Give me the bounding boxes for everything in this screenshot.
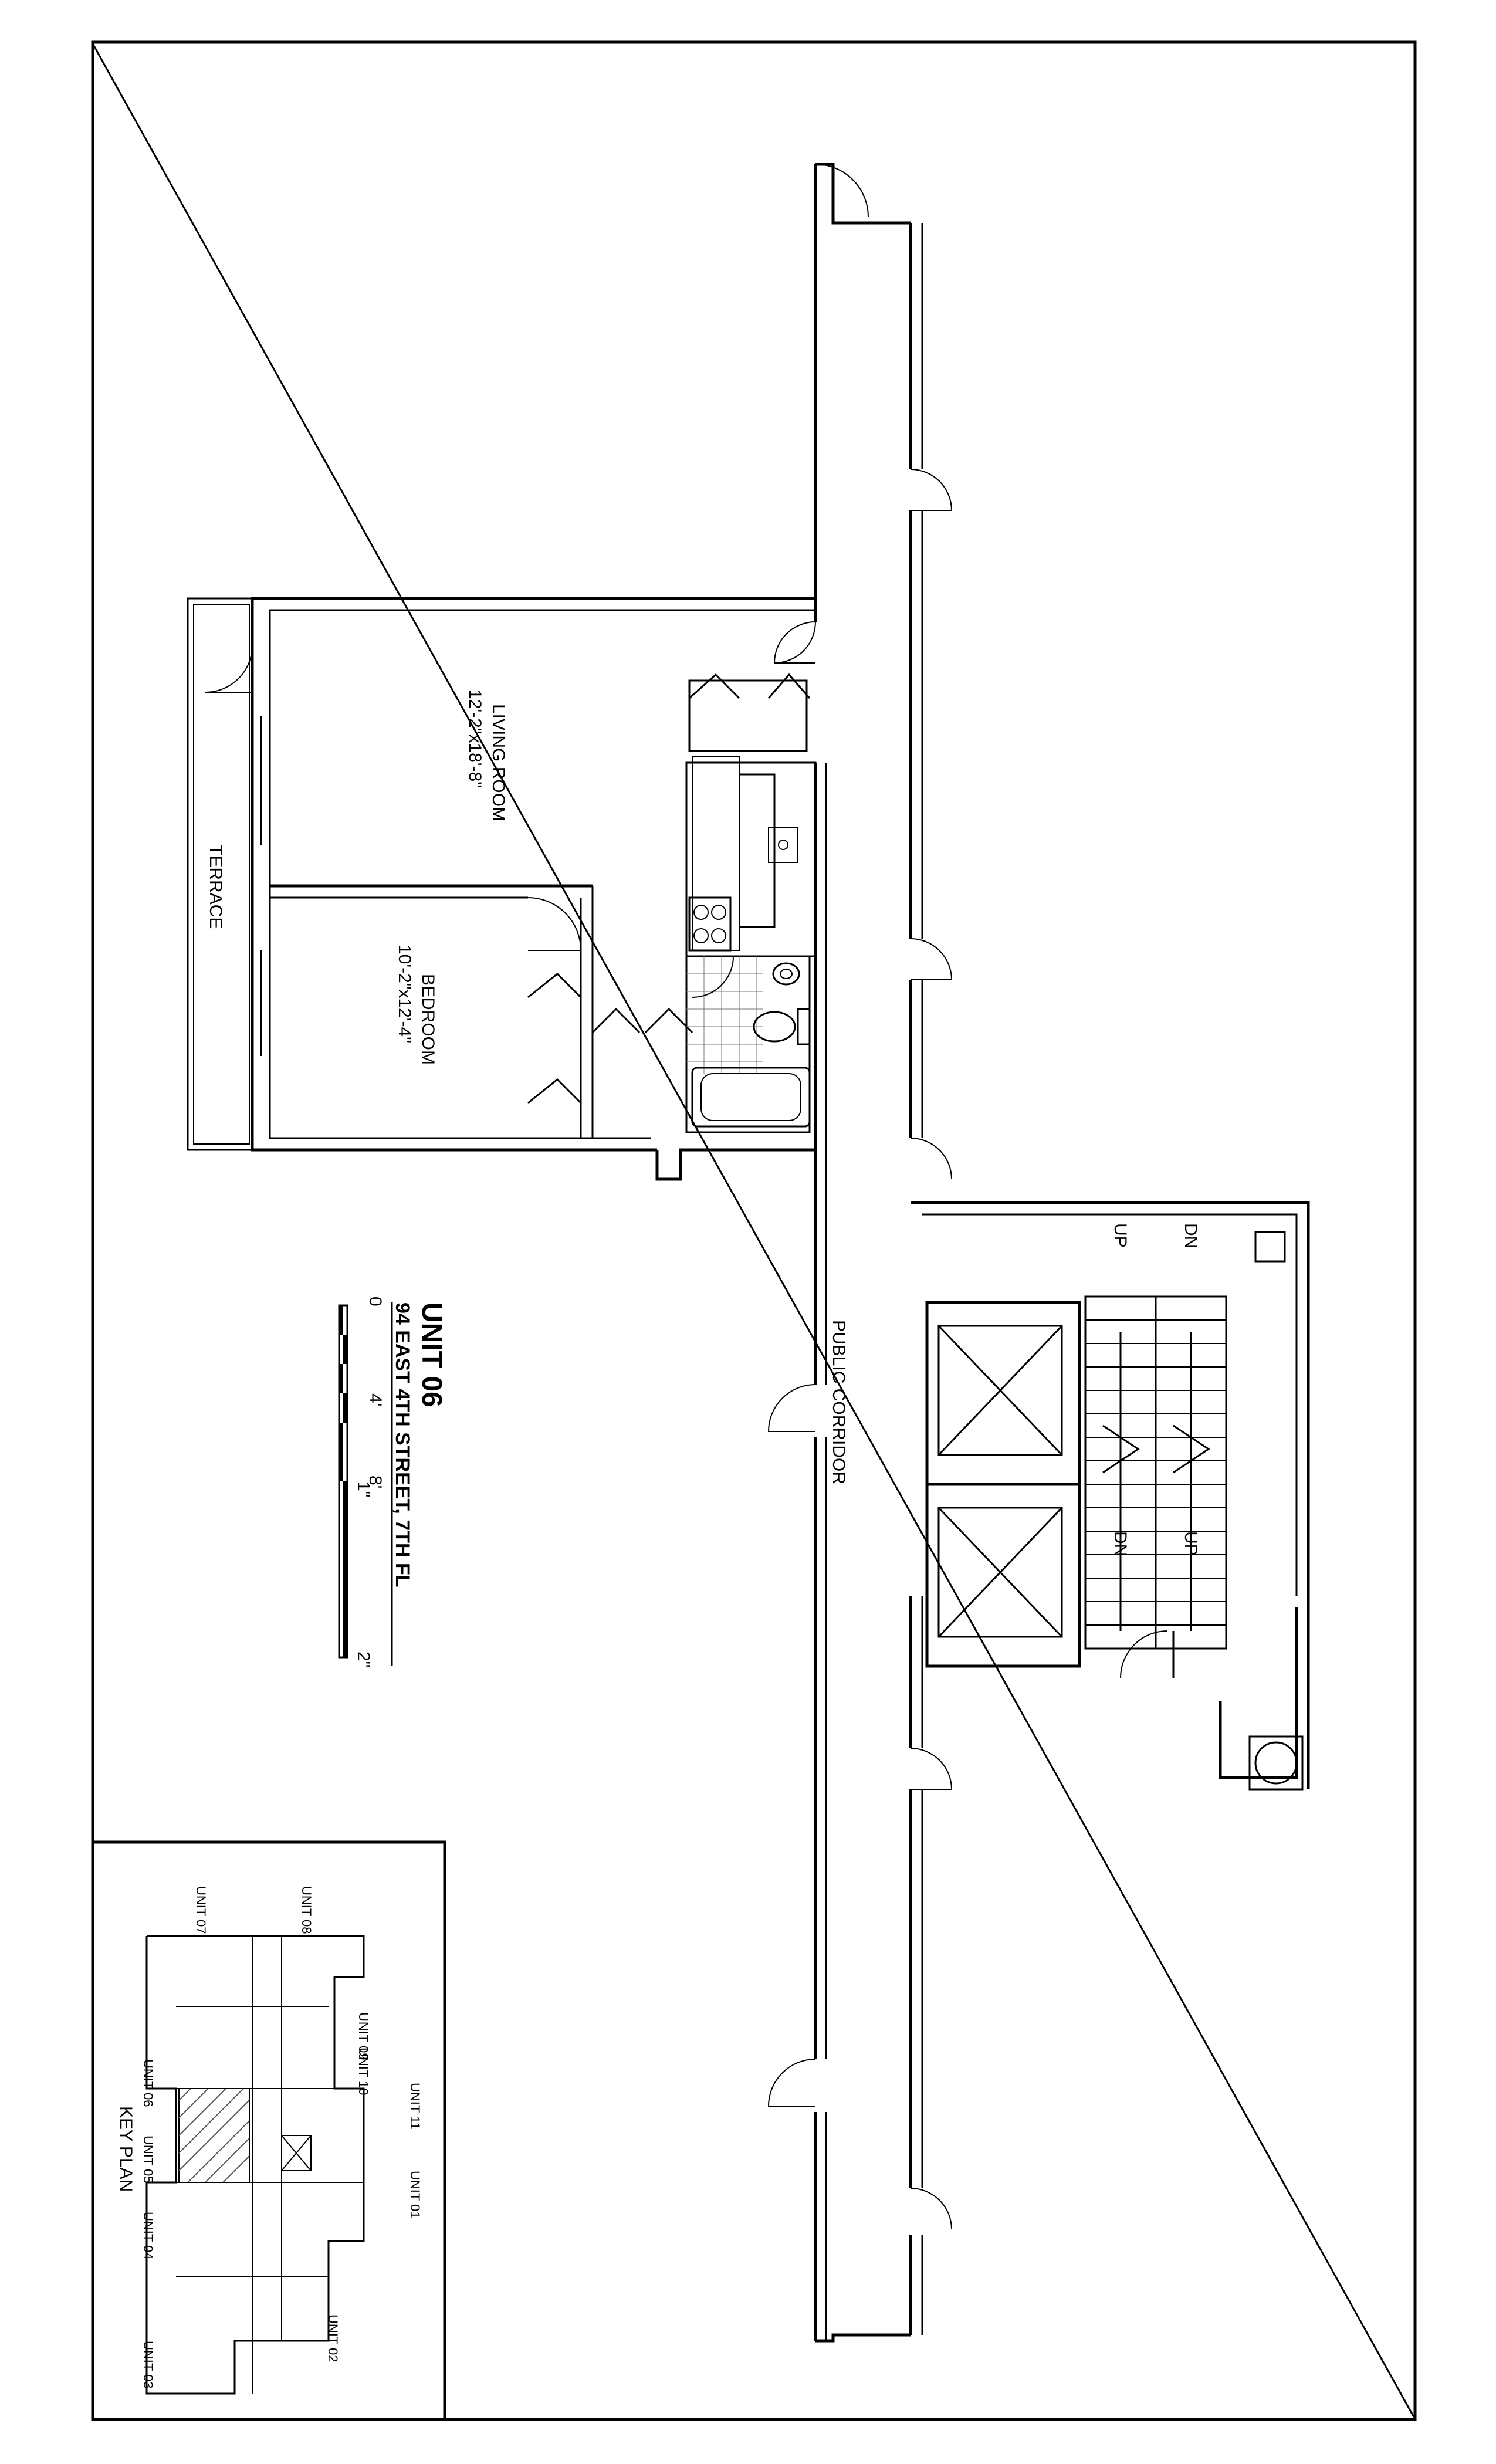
key-unit-08: UNIT 08 xyxy=(299,1886,314,1934)
stair-dn-2: DN xyxy=(1111,1531,1130,1556)
scale-bar: 0 4' 8' 1" 2" xyxy=(338,1297,385,1667)
stair-up-1: UP xyxy=(1111,1223,1130,1248)
key-unit-11: UNIT 11 xyxy=(408,2083,422,2130)
key-unit-06: UNIT 06 xyxy=(141,2059,155,2107)
unit-06-plan: TERRACE xyxy=(187,597,817,1181)
kitchen-counter xyxy=(692,756,740,951)
bathtub xyxy=(691,1067,811,1128)
key-unit-03: UNIT 03 xyxy=(141,2341,155,2389)
scale-tick-1in: 1" xyxy=(354,1481,373,1497)
living-room-label: LIVING ROOM xyxy=(489,704,508,821)
living-room-dims: 12'-2"x18'-8" xyxy=(465,689,485,788)
shaft-square xyxy=(1254,1231,1286,1263)
building-core: UP DN DN UP xyxy=(911,1201,1310,1791)
trash-chute xyxy=(1254,1741,1298,1785)
terrace-label: TERRACE xyxy=(206,845,225,929)
scale-tick-0: 0 xyxy=(365,1297,385,1307)
key-unit-01: UNIT 01 xyxy=(408,2171,422,2219)
unit-title: UNIT 06 xyxy=(416,1302,447,1407)
stairs xyxy=(1084,1295,1227,1650)
key-unit-10: UNIT 10 xyxy=(356,2047,371,2096)
refrigerator xyxy=(688,679,808,752)
key-unit-02: UNIT 02 xyxy=(326,2314,340,2363)
bath-sink xyxy=(772,962,800,986)
diagonal-line xyxy=(93,45,1415,2418)
bedroom-dims: 10'-2"x12'-4" xyxy=(395,945,414,1043)
address-title: 94 EAST 4TH STREET, 7TH FL xyxy=(391,1302,414,1588)
key-plan: KEY PLAN UNIT 08 UNIT 07 UNIT 09 UNIT 10… xyxy=(91,1840,446,2421)
terrace-outline xyxy=(187,597,253,1151)
public-corridor: PUBLIC CORRIDOR xyxy=(767,163,953,2343)
key-unit-04: UNIT 04 xyxy=(141,2212,155,2260)
stove xyxy=(688,896,732,952)
bedroom-label: BEDROOM xyxy=(418,974,438,1065)
stair-up-2: UP xyxy=(1181,1531,1200,1556)
kitchen-sink xyxy=(768,827,798,863)
key-plan-frame xyxy=(91,1840,446,2421)
scale-tick-8ft: 8' xyxy=(365,1475,385,1488)
key-unit-09: UNIT 09 xyxy=(356,2012,371,2060)
elevator-2 xyxy=(925,1483,1081,1668)
key-unit-05: UNIT 05 xyxy=(141,2135,155,2184)
sheet-border xyxy=(91,40,1417,2421)
title-block: UNIT 06 94 EAST 4TH STREET, 7TH FL 0 4' … xyxy=(338,1297,447,1667)
corridor-label: PUBLIC CORRIDOR xyxy=(829,1320,848,1484)
toilet xyxy=(797,1008,811,1045)
scale-tick-2in: 2" xyxy=(354,1651,373,1667)
key-unit-07: UNIT 07 xyxy=(194,1886,208,1934)
key-plan-title: KEY PLAN xyxy=(116,2106,136,2192)
stair-dn-1: DN xyxy=(1181,1223,1200,1248)
bathroom-tile xyxy=(686,956,763,1074)
scale-tick-4ft: 4' xyxy=(365,1393,385,1406)
